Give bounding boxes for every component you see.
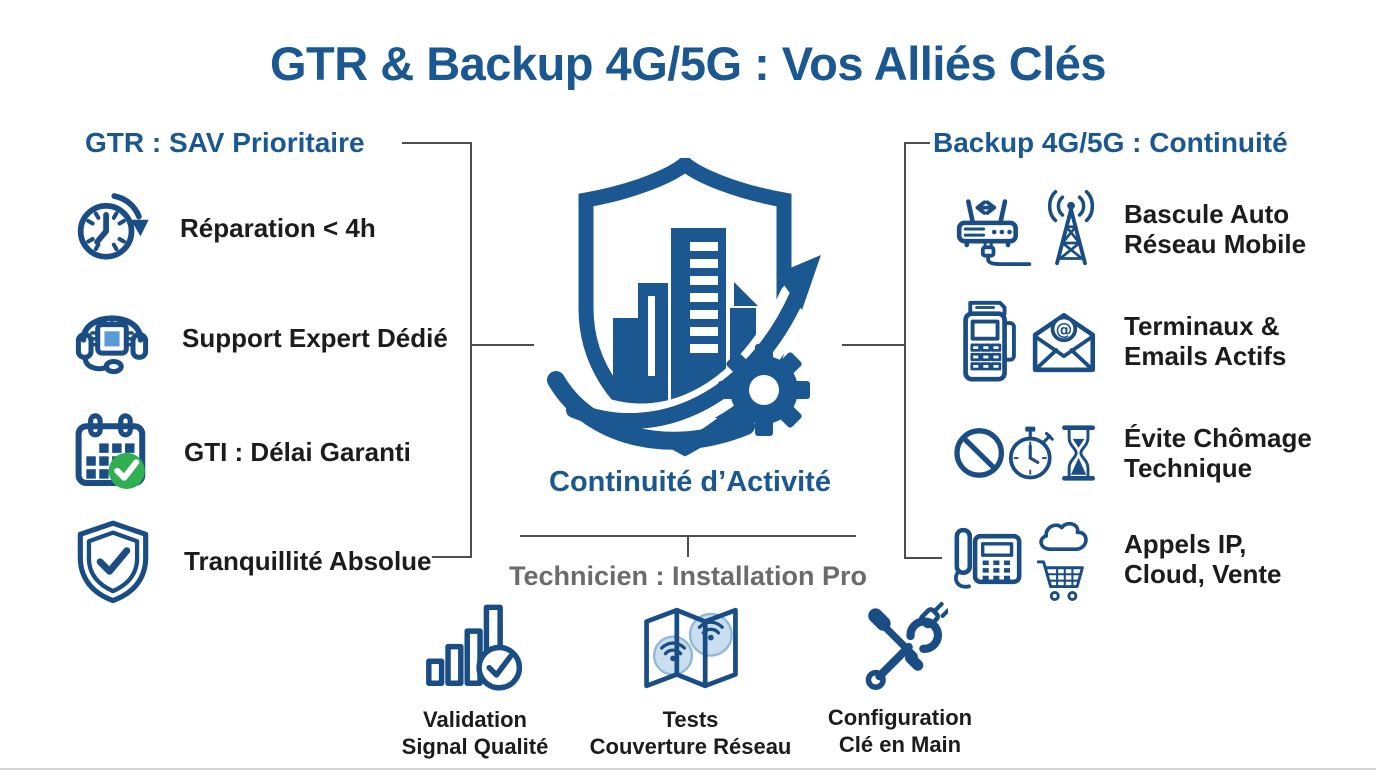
- clock-arrow-icon: [77, 193, 149, 260]
- bottom-item: Tests Couverture Réseau: [588, 600, 793, 760]
- left-item-row: Tranquillité Absolue: [70, 518, 432, 604]
- right-item-row: @ Terminaux & Emails Actifs: [950, 295, 1286, 387]
- item-label: GTI : Délai Garanti: [184, 436, 411, 467]
- center-caption: Continuité d’Activité: [549, 466, 831, 498]
- email-at-icon: @: [1032, 312, 1096, 373]
- right-item-row: Appels IP, Cloud, Vente: [950, 513, 1281, 605]
- bottom-item: Validation Signal Qualité: [385, 600, 565, 760]
- connector-right-vertical: [904, 142, 906, 559]
- connector-left-vertical: [470, 142, 472, 558]
- calendar-check-icon: [75, 413, 146, 489]
- item-label: Réparation < 4h: [180, 212, 376, 243]
- right-item-row: Bascule Auto Réseau Mobile: [950, 183, 1306, 275]
- connector-right-top: [904, 142, 930, 144]
- svg-text:@: @: [1056, 320, 1073, 339]
- item-label: Terminaux & Emails Actifs: [1124, 311, 1287, 371]
- item-icons: @: [950, 295, 1102, 387]
- right-item-row: Évite Chômage Technique: [950, 407, 1312, 499]
- connector-center-tick: [687, 535, 689, 557]
- connector-left-branch: [472, 344, 534, 346]
- left-item-row: GTI : Délai Garanti: [70, 409, 411, 495]
- connector-left-bottom: [432, 556, 470, 558]
- item-icons: [950, 186, 1102, 272]
- cart-icon: [1036, 560, 1084, 601]
- connector-right-branch: [842, 344, 904, 346]
- antenna-tower-icon: [1047, 190, 1095, 266]
- tools-plug-icon: [865, 601, 948, 690]
- shield-check-icon: [77, 520, 149, 604]
- cloud-cart-stack: [1032, 512, 1094, 606]
- left-item-row: Support Expert Dédié: [70, 295, 448, 381]
- item-label: Bascule Auto Réseau Mobile: [1124, 199, 1307, 259]
- bottom-item-label: Configuration Clé en Main: [827, 705, 973, 757]
- left-item-row: Réparation < 4h: [70, 185, 376, 271]
- router-icon: [956, 199, 1032, 267]
- no-sign-icon: [954, 428, 1005, 478]
- headset-chip-icon: [75, 315, 149, 375]
- bottom-item-label: Tests Couverture Réseau: [589, 707, 792, 759]
- connector-right-bottom: [904, 557, 942, 559]
- map-wifi-icon: [643, 607, 738, 689]
- signal-check-icon: [426, 604, 523, 691]
- left-section-header: GTR : SAV Prioritaire: [85, 127, 365, 158]
- item-label: Support Expert Dédié: [182, 322, 448, 353]
- bottom-item-label: Validation Signal Qualité: [401, 707, 549, 759]
- item-icons: [950, 419, 1102, 487]
- item-label: Évite Chômage Technique: [1124, 423, 1312, 483]
- cloud-icon: [1039, 521, 1088, 551]
- bottom-section-header: Technicien : Installation Pro: [508, 561, 868, 591]
- connector-left-top: [402, 142, 472, 144]
- item-label: Appels IP, Cloud, Vente: [1124, 529, 1282, 589]
- right-section-header: Backup 4G/5G : Continuité: [933, 127, 1288, 158]
- stopwatch-icon: [1009, 426, 1055, 480]
- payment-terminal-icon: [963, 300, 1016, 382]
- hourglass-icon: [1061, 425, 1095, 481]
- item-icons: [950, 512, 1102, 606]
- item-label: Tranquillité Absolue: [184, 545, 432, 576]
- shield-buildings-arrow-gear-logo: [547, 158, 821, 457]
- bottom-item: Configuration Clé en Main: [800, 600, 1000, 758]
- desk-phone-icon: [954, 527, 1022, 589]
- page-title: GTR & Backup 4G/5G : Vos Alliés Clés: [269, 37, 1107, 90]
